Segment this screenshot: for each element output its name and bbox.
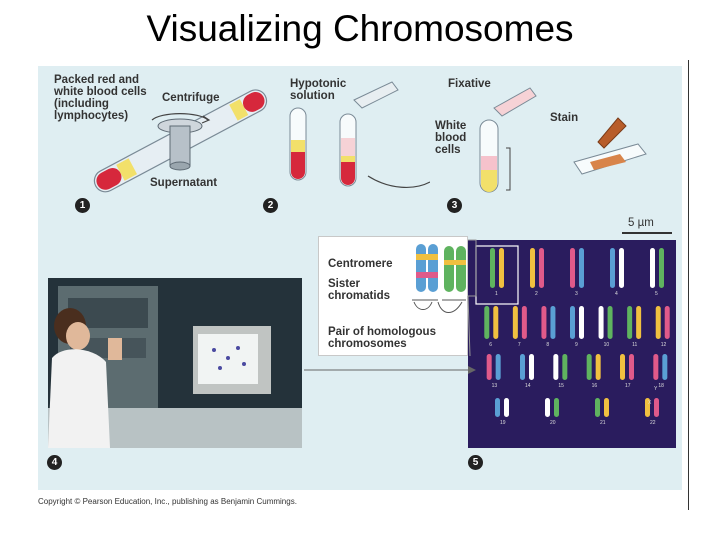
karyotype-number: 4 bbox=[615, 291, 618, 297]
karyotype-chromosome bbox=[495, 354, 501, 380]
karyotype-number: X bbox=[648, 400, 652, 406]
karyotype-chromosome bbox=[595, 398, 600, 417]
karyotype-number: 1 bbox=[495, 291, 498, 297]
supernatant-label: Supernatant bbox=[150, 177, 218, 189]
step-number-4: 4 bbox=[47, 455, 62, 470]
step-number-3: 3 bbox=[447, 198, 462, 213]
karyotype-chromosome bbox=[541, 306, 547, 339]
karyotype-chromosome bbox=[595, 354, 601, 380]
copyright-notice: Copyright © Pearson Education, Inc., pub… bbox=[38, 497, 297, 506]
scale-bar bbox=[622, 232, 672, 234]
karyotype-chromosome bbox=[520, 354, 525, 380]
karyotype-chromosome bbox=[598, 306, 604, 339]
karyotype-chromosome bbox=[619, 248, 624, 288]
sister-chromatids-label: Sister chromatids bbox=[328, 278, 390, 302]
scale-label: 5 µm bbox=[628, 217, 654, 229]
karyotype-chromosome bbox=[490, 248, 495, 288]
white-blood-cells-label: White blood cells bbox=[435, 120, 467, 156]
karyotype-number: 12 bbox=[661, 342, 667, 348]
karyotype-chromosome bbox=[550, 306, 556, 339]
packed-cells-label: Packed red and white blood cells (includ… bbox=[54, 74, 147, 122]
karyotype-chromosome bbox=[495, 398, 500, 417]
karyotype-chromosome bbox=[499, 248, 504, 288]
karyotype-chromosome bbox=[554, 398, 559, 417]
karyotype-number: 19 bbox=[500, 420, 506, 426]
step-number-2: 2 bbox=[263, 198, 278, 213]
karyotype-chromosome bbox=[629, 354, 634, 380]
karyotype-number: 5 bbox=[655, 291, 658, 297]
karyotype-number: 13 bbox=[492, 383, 498, 389]
karyotype-number: 7 bbox=[518, 342, 521, 348]
chromosome-closeup bbox=[412, 244, 466, 313]
karyotype-number: 6 bbox=[489, 342, 492, 348]
karyotype-number: 8 bbox=[546, 342, 549, 348]
karyotype-chromosome bbox=[627, 306, 633, 339]
karyotype-chromosome bbox=[553, 354, 559, 380]
karyotype-chromosome bbox=[579, 248, 584, 288]
centrifuge-label: Centrifuge bbox=[162, 92, 220, 104]
karyotype-number: 17 bbox=[625, 383, 631, 389]
karyotype-chromosome bbox=[504, 398, 509, 417]
step-number-5: 5 bbox=[468, 455, 483, 470]
fixative-label: Fixative bbox=[448, 78, 491, 90]
karyotype-number: 2 bbox=[535, 291, 538, 297]
karyotype-chromosome bbox=[486, 354, 492, 380]
step-number-1: 1 bbox=[75, 198, 90, 213]
karyotype-chromosome bbox=[539, 248, 544, 288]
karyotype-chromosome bbox=[493, 306, 499, 339]
fixative-stain-illustration bbox=[479, 87, 647, 193]
karyotype-number: 9 bbox=[575, 342, 578, 348]
karyotype-chromosome bbox=[653, 354, 659, 380]
karyotype-chromosome bbox=[529, 354, 534, 380]
karyotype-chromosome bbox=[662, 354, 668, 380]
hypotonic-label: Hypotonic solution bbox=[290, 78, 347, 102]
karyotype-chromosome bbox=[650, 248, 655, 288]
karyotype-chromosome bbox=[636, 306, 642, 339]
karyotype-number: 20 bbox=[550, 420, 556, 426]
karyotype-chromosome bbox=[586, 354, 592, 380]
karyotype-number: 22 bbox=[650, 420, 656, 426]
karyotype-chromosome bbox=[610, 248, 615, 288]
karyotype-chromosome bbox=[570, 248, 575, 288]
karyotype-chromosome bbox=[521, 306, 527, 339]
test-tubes-illustration bbox=[289, 81, 430, 188]
karyotype-chromosome bbox=[570, 306, 575, 339]
chromosome-callout bbox=[318, 236, 468, 356]
karyotype-chromosome bbox=[655, 306, 661, 339]
karyotype-number: 3 bbox=[575, 291, 578, 297]
karyotype-chromosome bbox=[512, 306, 518, 339]
karyotype-chromosome bbox=[604, 398, 609, 417]
karyotype-chromosome bbox=[545, 398, 550, 417]
karyotype-chromosome bbox=[607, 306, 613, 339]
karyotype-number: 18 bbox=[658, 383, 664, 389]
karyotype-number: 15 bbox=[558, 383, 564, 389]
callout-connector bbox=[304, 239, 477, 374]
stain-label: Stain bbox=[550, 112, 579, 124]
centrifuge-illustration bbox=[93, 89, 268, 193]
karyotype-number: 21 bbox=[600, 420, 606, 426]
karyotype-chromosome bbox=[530, 248, 535, 288]
karyotype-chromosome bbox=[664, 306, 670, 339]
slide-divider-line bbox=[688, 60, 689, 510]
karyotype-chromosome bbox=[645, 398, 650, 417]
karyotype-chromosome bbox=[654, 398, 659, 417]
karyotype-number: 10 bbox=[604, 342, 610, 348]
homologous-pair-label: Pair of homologous chromosomes bbox=[328, 326, 436, 350]
karyotype-number: 14 bbox=[525, 383, 531, 389]
karyotype-chromosome bbox=[620, 354, 625, 380]
karyotype-chromosome bbox=[562, 354, 568, 380]
karyotype-chromosome bbox=[484, 306, 490, 339]
karyotype-chromosome bbox=[659, 248, 664, 288]
slide-title: Visualizing Chromosomes bbox=[146, 8, 574, 49]
lab-photo bbox=[48, 278, 302, 448]
karyotype-number: Y bbox=[654, 386, 658, 392]
karyotype-chromosome bbox=[579, 306, 584, 339]
centromere-label: Centromere bbox=[328, 258, 393, 270]
karyotype-number: 11 bbox=[632, 342, 637, 348]
karyotype-number: 16 bbox=[592, 383, 598, 389]
